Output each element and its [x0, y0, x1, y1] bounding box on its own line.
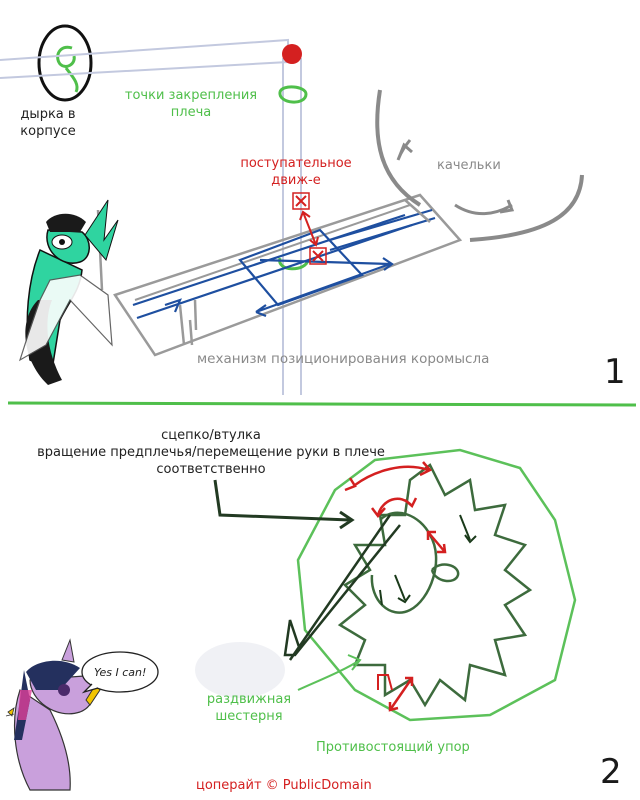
lever-halo: [195, 642, 285, 698]
stop-arrow: [388, 676, 414, 712]
speech-balloon: [81, 651, 159, 693]
translation-box-top: [292, 192, 310, 210]
gear-outer-frame: [296, 448, 577, 722]
frame-posts: [96, 199, 431, 346]
coupling-label: сцепко/втулка вращение предплечья/переме…: [37, 428, 385, 477]
rotation-arrow-center: [371, 497, 418, 518]
coupling-pointer: [213, 479, 355, 530]
rotation-arrow-right: [426, 530, 447, 554]
hole-outline: [37, 24, 93, 102]
section-divider: [7, 401, 637, 407]
swing-label: качельки: [437, 158, 501, 173]
twilight-pony-illustration: [5, 638, 159, 791]
rail-1: [134, 204, 411, 301]
rotation-arrow-top: [344, 461, 433, 492]
scientist-pony-illustration: [18, 199, 119, 385]
balloon-text: Yes I can!: [94, 666, 147, 679]
attach-ring-top: [278, 85, 308, 104]
translation-box-bottom: [309, 247, 327, 265]
stop-marker: [377, 674, 393, 691]
hole-label: дырка в корпусе: [20, 107, 76, 139]
section-number-1: 1: [604, 352, 626, 392]
gear-center-arrows: [379, 514, 477, 606]
gear-label-pointer: [297, 654, 362, 691]
translation-label: поступательное движ-е: [240, 156, 352, 188]
lever-line: [283, 514, 401, 661]
swing-curve-4: [469, 174, 584, 242]
swing-curve-1: [375, 89, 422, 207]
red-pivot: [282, 44, 302, 64]
section-number-2: 2: [600, 752, 622, 792]
gear-inner-scribble: [370, 511, 460, 614]
blue-rails: [132, 208, 436, 320]
footer-copyright: цоперайт © PublicDomain: [196, 778, 372, 793]
stop-label: Противостоящий упор: [316, 740, 470, 755]
attach-points-label: точки закрепления плеча: [124, 88, 258, 120]
expanding-gear: [337, 463, 533, 708]
mechanism-label: механизм позиционирования коромысла: [197, 351, 490, 367]
gear-label: раздвижная шестерня: [206, 692, 292, 724]
mechanism-frame: [113, 193, 463, 357]
vertical-shaft: [282, 58, 302, 395]
hole-green-ring: [56, 45, 79, 93]
translation-arrow: [299, 210, 319, 247]
swing-curve-3: [454, 199, 515, 216]
swing-curve-2: [396, 139, 413, 161]
